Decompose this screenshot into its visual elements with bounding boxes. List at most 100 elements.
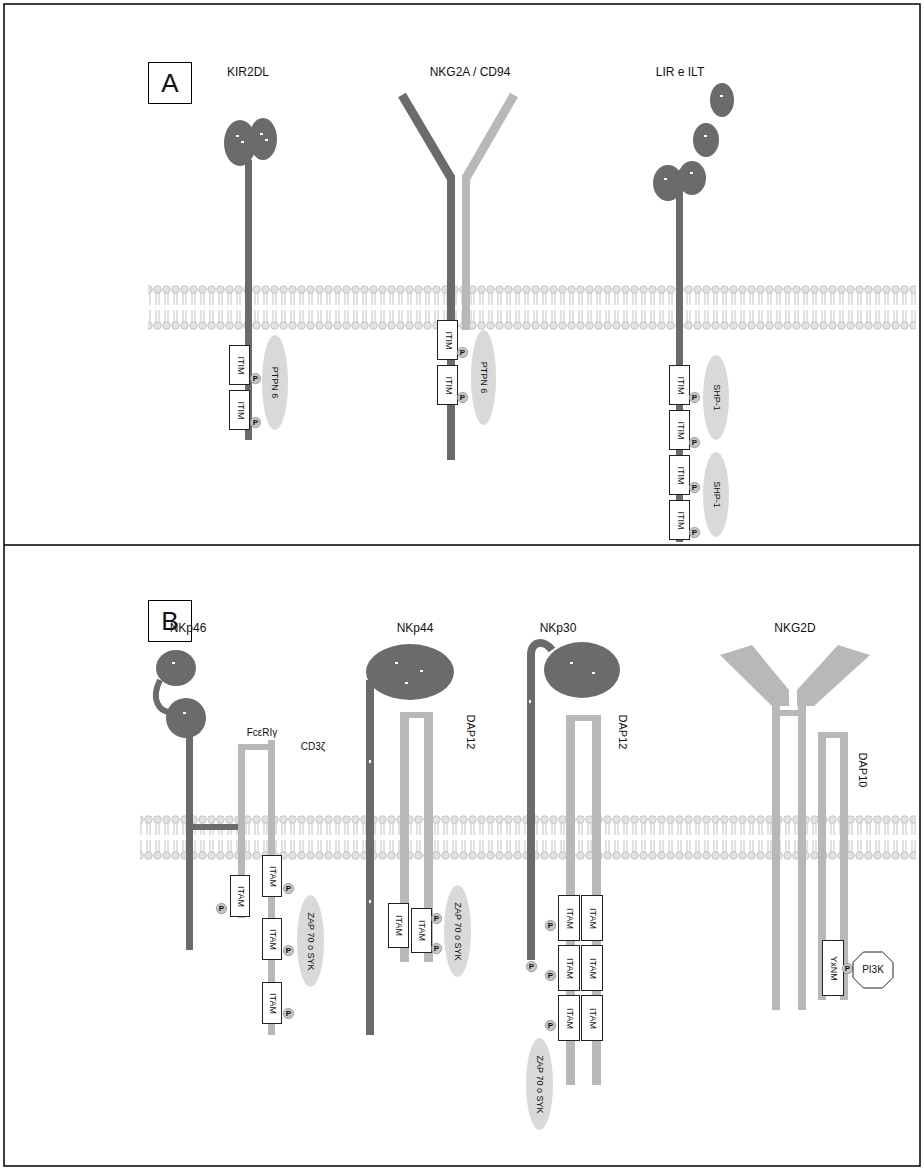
domain-mark bbox=[395, 662, 398, 664]
enzyme-outline bbox=[703, 355, 729, 440]
phospho-circle-text: P bbox=[434, 915, 439, 923]
cell-membrane bbox=[148, 285, 916, 330]
phospho-outline bbox=[283, 1008, 293, 1018]
phospho-outline bbox=[250, 373, 260, 383]
motif-box-text: ITAM bbox=[268, 866, 277, 887]
phospho-circle: P bbox=[689, 527, 700, 538]
ig-domain bbox=[693, 123, 719, 157]
motif-box-text: ITIM bbox=[675, 466, 684, 484]
phospho-circle: P bbox=[545, 1020, 556, 1031]
phospho-circle-text: P bbox=[253, 419, 258, 427]
ig-domain bbox=[678, 161, 706, 195]
motif-box: ITIM bbox=[437, 320, 458, 360]
phospho-outline bbox=[457, 392, 467, 402]
motif-box-text: ITAM bbox=[268, 993, 277, 1014]
phospho-circle: P bbox=[545, 920, 556, 931]
enzyme-ellipse-text: PTPN 6 bbox=[271, 367, 280, 399]
disulfide-bridge bbox=[566, 715, 601, 721]
domain-mark bbox=[720, 95, 723, 97]
domain-mark bbox=[420, 670, 423, 672]
motif-box-text: ITIM bbox=[675, 376, 684, 394]
enzyme-ellipse-text: ZAP 70 o SYK bbox=[306, 912, 315, 970]
domain-mark bbox=[704, 135, 707, 137]
domain-mark bbox=[369, 760, 371, 763]
motif-box-text: ITAM bbox=[565, 1008, 574, 1029]
phospho-circle: P bbox=[457, 392, 468, 403]
domain-mark bbox=[570, 662, 573, 664]
phospho-outline bbox=[689, 392, 699, 402]
receptor-label: NKp30 bbox=[540, 622, 577, 634]
enzyme-ellipse: ZAP 70 o SYK bbox=[526, 1038, 553, 1130]
receptor-chain bbox=[186, 735, 193, 950]
enzyme-ellipse-text: ZAP 70 o SYK bbox=[453, 902, 462, 960]
receptor-label: NKG2D bbox=[774, 622, 815, 634]
phospho-outline bbox=[545, 1020, 555, 1030]
phospho-circle: P bbox=[283, 883, 294, 894]
chain-link bbox=[193, 824, 240, 830]
enzyme-ellipse-text: SHP-1 bbox=[712, 384, 721, 411]
phospho-outline bbox=[431, 913, 441, 923]
motif-box: ITIM bbox=[669, 410, 690, 450]
motif-box-text: ITIM bbox=[235, 401, 244, 419]
frame bbox=[4, 4, 920, 1166]
panel-letter-text: A bbox=[161, 70, 178, 96]
motif-box: ITAM bbox=[262, 918, 282, 960]
phospho-circle: P bbox=[250, 417, 261, 428]
enzyme-outline bbox=[262, 335, 288, 430]
receptor-chain bbox=[466, 95, 514, 178]
motif-box-text: ITAM bbox=[565, 958, 574, 979]
receptor-label: NKp44 bbox=[397, 622, 434, 634]
phospho-outline bbox=[283, 945, 293, 955]
phospho-circle-text: P bbox=[253, 375, 258, 383]
motif-box: ITIM bbox=[669, 455, 690, 495]
ig-domain bbox=[166, 698, 206, 738]
enzyme-ellipse: SHP-1 bbox=[703, 355, 729, 440]
domain-mark bbox=[405, 682, 408, 684]
receptor-label: KIR2DL bbox=[227, 66, 269, 78]
ig-domain bbox=[544, 642, 620, 698]
phospho-circle: P bbox=[526, 961, 537, 972]
panel-letter: B bbox=[148, 600, 192, 642]
motif-box-text: ITAM bbox=[565, 908, 574, 929]
domain-mark bbox=[529, 700, 531, 703]
phospho-circle: P bbox=[842, 963, 853, 974]
motif-box-text: ITAM bbox=[394, 915, 403, 936]
phospho-circle: P bbox=[457, 347, 468, 358]
domain-loop bbox=[156, 680, 170, 712]
motif-box-text: ITIM bbox=[443, 376, 452, 394]
phospho-circle-text: P bbox=[845, 965, 850, 973]
phospho-outline bbox=[689, 482, 699, 492]
phospho-circle-text: P bbox=[692, 484, 697, 492]
phospho-circle-text: P bbox=[460, 394, 465, 402]
receptor-chain bbox=[462, 175, 470, 330]
enzyme-ellipse-text: SHP-1 bbox=[712, 481, 721, 508]
phospho-circle-text: P bbox=[692, 394, 697, 402]
phospho-circle-text: P bbox=[286, 947, 291, 955]
motif-box: ITIM bbox=[437, 365, 458, 405]
disulfide-bridge bbox=[772, 710, 806, 716]
phospho-circle-text: P bbox=[529, 963, 534, 971]
phospho-circle-text: P bbox=[219, 905, 224, 913]
ig-domain bbox=[653, 165, 683, 201]
motif-box-text: ITIM bbox=[675, 421, 684, 439]
disulfide-bridge bbox=[238, 744, 275, 750]
enzyme-ellipse: ZAP 70 o SYK bbox=[297, 895, 324, 987]
kinase-octagon-text: PI3K bbox=[862, 965, 884, 975]
phospho-circle: P bbox=[431, 913, 442, 924]
receptor-label: CD3ζ bbox=[301, 742, 325, 752]
receptor-chain bbox=[402, 95, 451, 178]
octagon-outline bbox=[853, 952, 893, 988]
motif-box: ITAM bbox=[581, 895, 603, 941]
domain-mark bbox=[183, 712, 186, 714]
domain-mark bbox=[592, 672, 595, 674]
phospho-circle-text: P bbox=[460, 349, 465, 357]
motif-box-text: ITAM bbox=[588, 958, 597, 979]
phospho-outline bbox=[545, 970, 555, 980]
domain-mark bbox=[241, 141, 244, 143]
motif-box-text: ITIM bbox=[443, 331, 452, 349]
enzyme-ellipse-text: ZAP 70 o SYK bbox=[535, 1055, 544, 1113]
phospho-circle-text: P bbox=[286, 1010, 291, 1018]
enzyme-outline bbox=[703, 452, 729, 537]
panel-divider bbox=[4, 544, 920, 546]
domain-mark bbox=[260, 133, 263, 135]
